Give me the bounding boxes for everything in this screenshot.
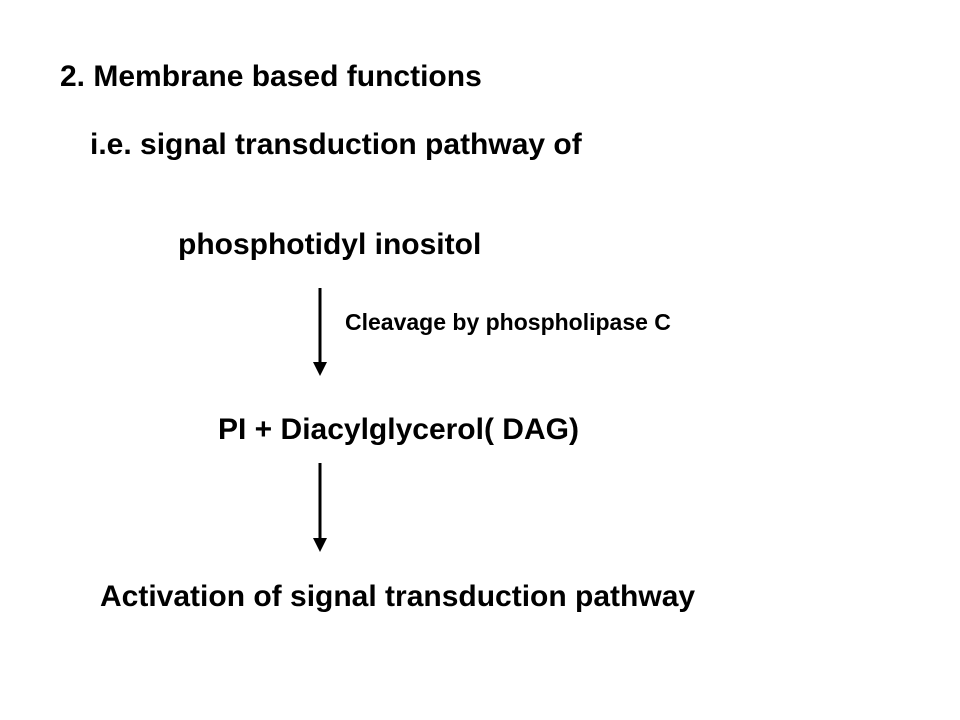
arrow-activation	[313, 463, 327, 552]
slide-subheading: i.e. signal transduction pathway of	[90, 128, 582, 161]
arrow-cleavage	[313, 288, 327, 376]
pathway-step-products: PI + Diacylglycerol( DAG)	[218, 413, 579, 446]
arrow-label-cleavage: Cleavage by phospholipase C	[345, 309, 671, 335]
pathway-step-activation: Activation of signal transduction pathwa…	[100, 580, 696, 613]
slide-heading: 2. Membrane based functions	[60, 60, 482, 93]
pathway-step-substrate: phosphotidyl inositol	[178, 228, 482, 261]
